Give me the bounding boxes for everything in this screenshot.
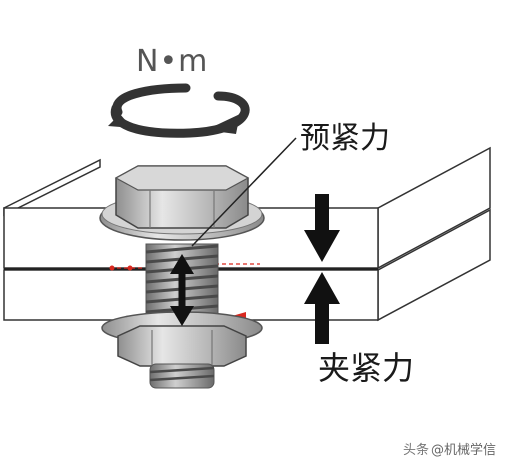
torque-unit-label: N•m <box>136 44 209 79</box>
nut <box>101 311 263 389</box>
torque-rotation-arrow <box>108 83 250 138</box>
clamp-force-label: 夹紧力 <box>318 349 415 387</box>
bolt-head <box>99 165 265 241</box>
preload-leader-line <box>191 137 297 247</box>
watermark: 头条 @机械学信 <box>403 439 496 458</box>
watermark-logo: 头条 <box>402 443 429 458</box>
watermark-text: @机械学信 <box>430 443 496 458</box>
preload-force-label: 预紧力 <box>300 121 390 156</box>
preload-double-arrow <box>170 254 194 326</box>
clamp-force-arrows <box>304 194 340 344</box>
